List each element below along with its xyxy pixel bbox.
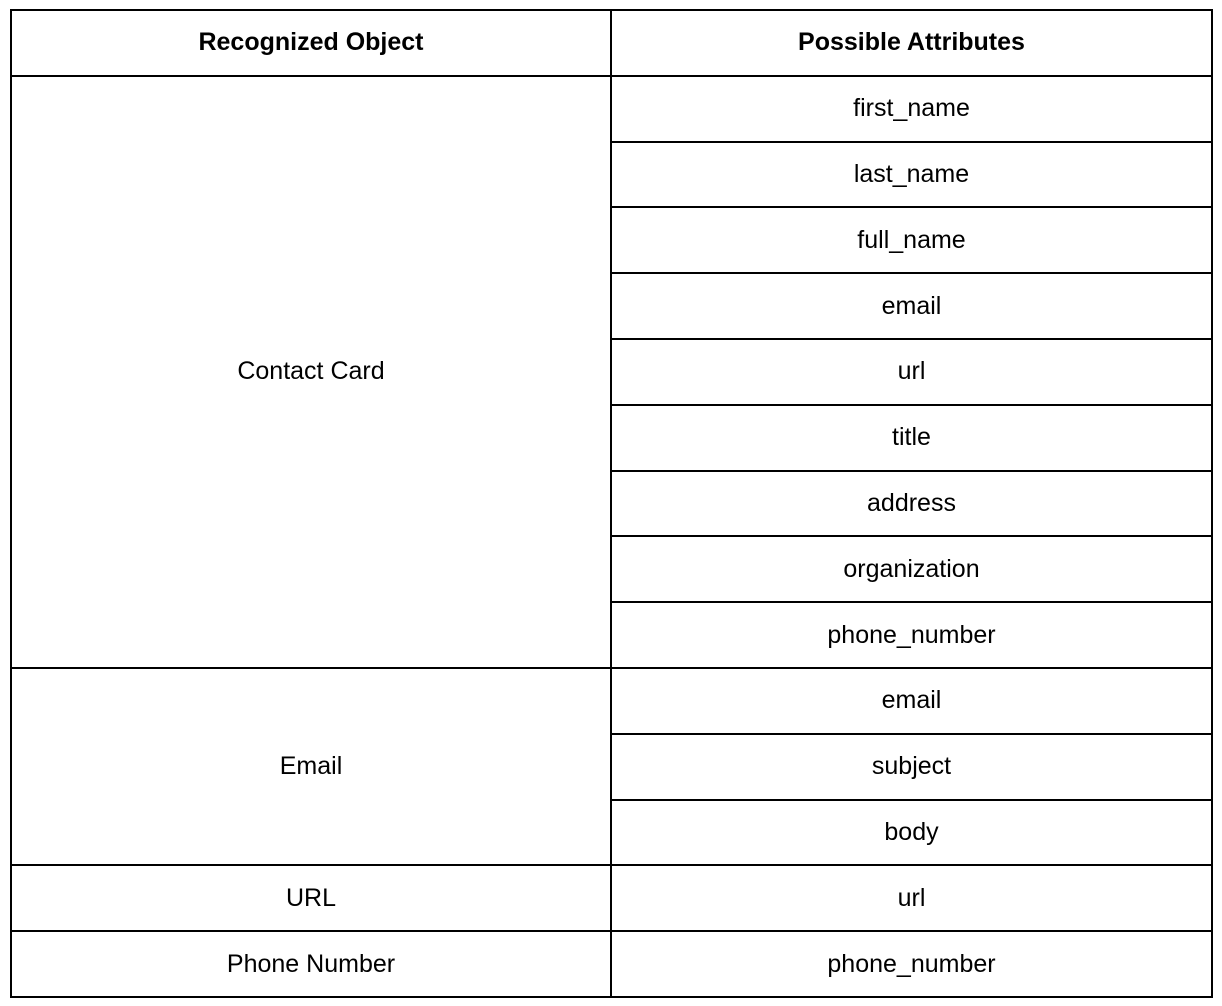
- attribute-cell: email: [610, 272, 1213, 340]
- table-row: address: [11, 469, 1213, 538]
- recognized-object-cell: Phone Number: [10, 930, 612, 998]
- attributes-table: Recognized Object Possible Attributes Co…: [10, 9, 1213, 998]
- attribute-cell: last_name: [610, 140, 1213, 209]
- table-row: email: [11, 272, 1213, 340]
- table-row: body: [11, 798, 1213, 867]
- attribute-cell: organization: [610, 535, 1213, 604]
- table-row: phone_number: [11, 601, 1213, 669]
- table-row: organization: [11, 535, 1213, 604]
- table-row: url: [11, 337, 1213, 406]
- attribute-cell: phone_number: [610, 601, 1213, 669]
- table-row: title: [11, 403, 1213, 472]
- attribute-cell: url: [610, 337, 1213, 406]
- attribute-cell: first_name: [610, 74, 1213, 143]
- attribute-cell: phone_number: [610, 930, 1213, 998]
- attribute-cell: subject: [610, 732, 1213, 801]
- attribute-cell: email: [610, 666, 1213, 735]
- header-possible-attributes: Possible Attributes: [610, 9, 1213, 77]
- table-row: full_name: [11, 206, 1213, 275]
- table-row: subject: [11, 732, 1213, 801]
- recognized-object-cell: URL: [10, 864, 612, 933]
- header-row: Recognized Object Possible Attributes: [10, 9, 1213, 77]
- attribute-cell: body: [610, 798, 1213, 867]
- attribute-cell: address: [610, 469, 1213, 538]
- attribute-cell: url: [610, 864, 1213, 933]
- attribute-cell: full_name: [610, 206, 1213, 275]
- attribute-cell: title: [610, 403, 1213, 472]
- recognized-object-cell: Email: [10, 666, 612, 867]
- header-recognized-object: Recognized Object: [10, 9, 612, 77]
- table-row: last_name: [11, 140, 1213, 209]
- recognized-object-cell: Contact Card: [10, 74, 612, 669]
